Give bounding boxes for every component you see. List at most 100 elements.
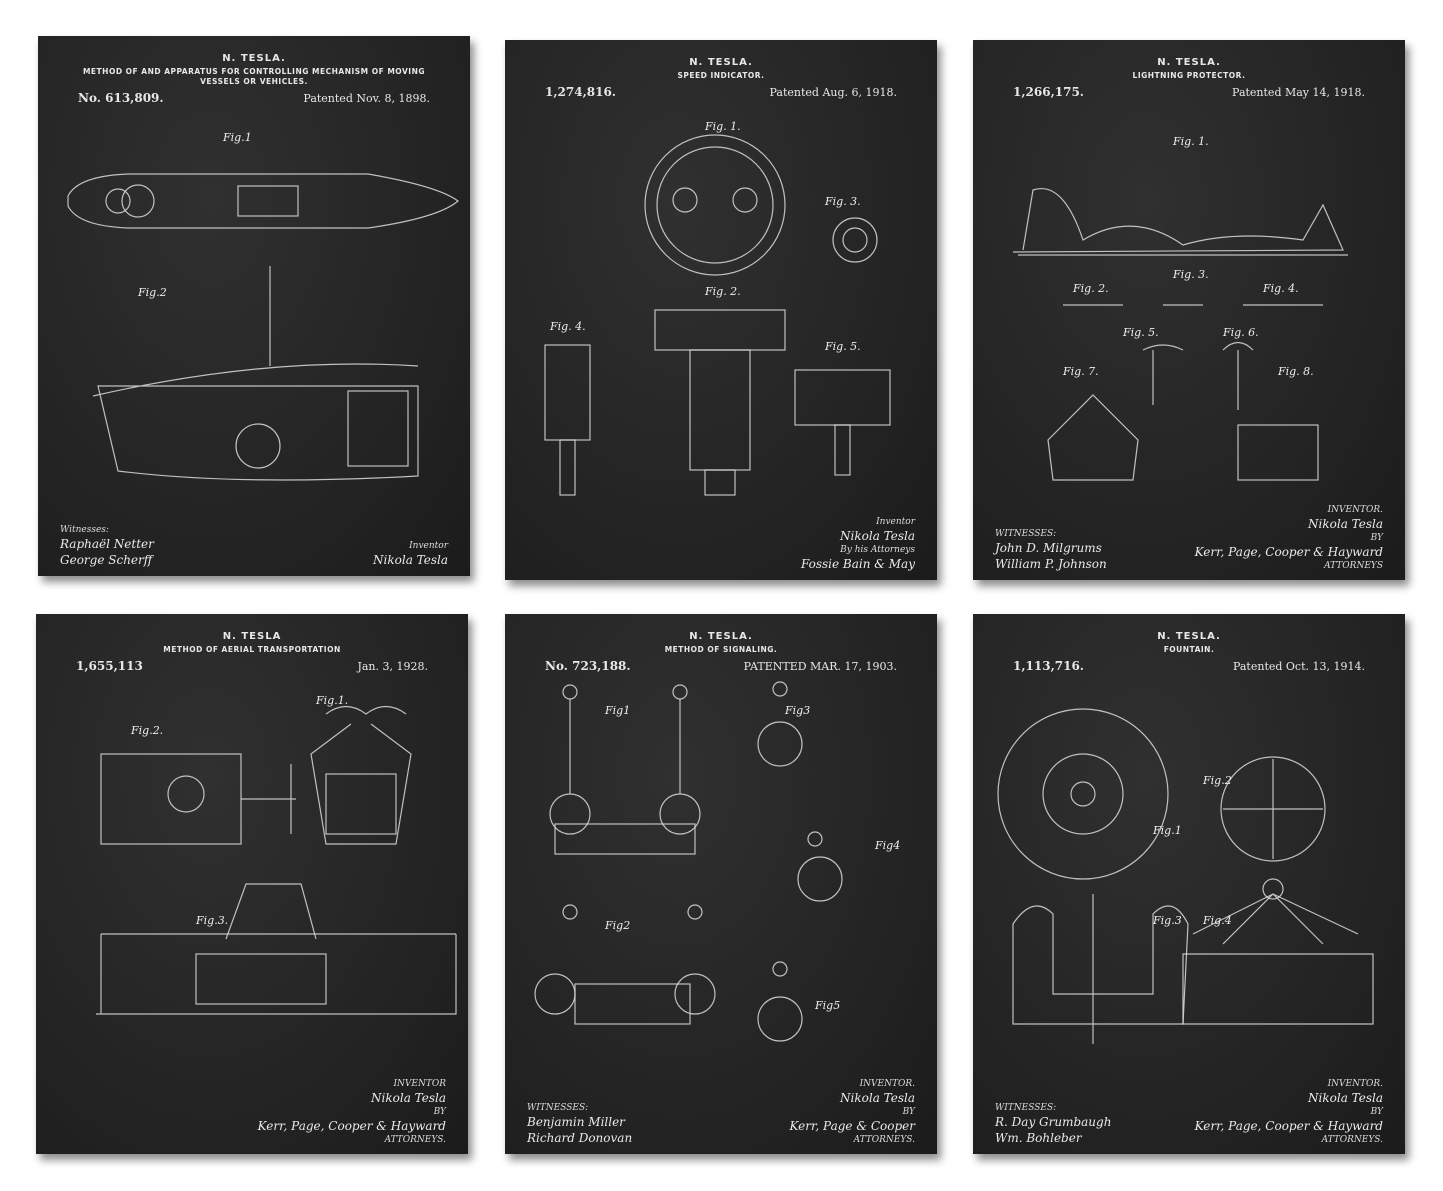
inventor-name: N. TESLA. <box>222 53 286 64</box>
figure-label: Fig.2 <box>1203 774 1232 787</box>
patent-header: N. TESLA. METHOD OF SIGNALING. No. 723,188… <box>535 630 907 674</box>
handwritten-signature: George Scherff <box>60 553 153 567</box>
patent-date: Patented Oct. 13, 1914. <box>1232 660 1365 673</box>
patent-number-row: No. 723,188. PATENTED MAR. 17, 1903. <box>535 659 907 674</box>
figure-label: Fig.1. <box>316 694 349 707</box>
patent-number-row: 1,266,175. Patented May 14, 1918. <box>1003 85 1375 100</box>
patent-header: N. TESLA. FOUNTAIN. 1,113,716. Patented Oct… <box>1003 630 1375 674</box>
patent-header: N. TESLA.LIGHTNING PROTECTOR.1,266,175.P… <box>1003 56 1375 100</box>
patent-header: N. TESLA.METHOD OF AND APPARATUS FOR CON… <box>68 52 440 106</box>
patent-number-row: 1,655,113 Jan. 3, 1928. <box>66 659 438 674</box>
signature-caption: BY <box>1370 533 1383 543</box>
figure-label: Fig. 1. <box>1173 135 1209 148</box>
figure-label: Fig. 3. <box>1173 268 1209 281</box>
figure-label: Fig.3 <box>1153 914 1182 927</box>
handwritten-signature: Benjamin Miller <box>527 1115 625 1129</box>
patent-poster: N. TESLA. METHOD OF SIGNALING. No. 723,188… <box>505 614 937 1154</box>
figure-label: Fig. 5. <box>825 340 861 353</box>
signature-caption: ATTORNEYS. <box>853 1135 915 1145</box>
signature-caption: WITNESSES: <box>995 529 1057 539</box>
signature-caption: Inventor <box>409 541 448 551</box>
patent-drawing <box>1012 188 1348 481</box>
patent-title: FOUNTAIN. <box>1163 645 1215 654</box>
handwritten-signature: Nikola Tesla <box>373 553 448 567</box>
signature-caption: ATTORNEYS. <box>384 1135 446 1145</box>
figure-label: Fig1 <box>605 704 631 717</box>
figure-label: Fig.3. <box>196 914 229 927</box>
figure-label: Fig.2. <box>131 724 164 737</box>
patent-number: No. 613,809. <box>78 91 164 105</box>
patent-title: LIGHTNING PROTECTOR. <box>1132 71 1246 80</box>
patent-number: 1,113,716. <box>1013 659 1084 673</box>
figure-label: Fig. 5. <box>1123 326 1159 339</box>
signature-caption: BY <box>1370 1107 1383 1117</box>
patent-number: No. 723,188. <box>545 659 631 673</box>
patent-header: N. TESLA.SPEED INDICATOR.1,274,816.Paten… <box>535 56 907 100</box>
handwritten-signature: Fossie Bain & May <box>800 557 915 571</box>
patent-number: 1,274,816. <box>545 85 616 99</box>
figure-label: Fig.1 <box>1153 824 1182 837</box>
handwritten-signature: Nikola Tesla <box>1308 517 1383 531</box>
signature-caption: INVENTOR. <box>859 1079 915 1089</box>
signature-caption: INVENTOR <box>393 1079 446 1089</box>
patent-drawing <box>67 173 459 481</box>
inventor-name: N. TESLA. <box>1157 631 1221 642</box>
figure-label: Fig. 2. <box>705 285 741 298</box>
handwritten-signature: Richard Donovan <box>527 1131 633 1145</box>
patent-title: METHOD OF SIGNALING. <box>664 645 778 654</box>
patent-date: Patented Aug. 6, 1918. <box>769 86 898 99</box>
handwritten-signature: Kerr, Page, Cooper & Hayward <box>1194 1119 1383 1133</box>
signature-caption: By his Attorneys <box>840 545 915 555</box>
patent-poster: N. TESLA. FOUNTAIN. 1,113,716. Patented Oct… <box>973 614 1405 1154</box>
patent-title: METHOD OF AERIAL TRANSPORTATION <box>163 645 341 654</box>
patent-date: Patented Nov. 8, 1898. <box>303 92 430 105</box>
figure-label: Fig. 4. <box>1263 282 1299 295</box>
figure-label: Fig. 4. <box>550 320 586 333</box>
figure-label: Fig3 <box>785 704 811 717</box>
handwritten-signature: Nikola Tesla <box>371 1091 446 1105</box>
patent-number: 1,655,113 <box>76 659 143 673</box>
inventor-name: N. TESLA. <box>689 631 753 642</box>
patent-number: 1,266,175. <box>1013 85 1084 99</box>
signature-caption: Witnesses: <box>60 525 109 535</box>
signature-caption: Inventor <box>876 517 915 527</box>
signature-caption: WITNESSES: <box>527 1103 589 1113</box>
figure-label: Fig. 3. <box>825 195 861 208</box>
patent-number-row: No. 613,809. Patented Nov. 8, 1898. <box>68 91 440 106</box>
handwritten-signature: Nikola Tesla <box>840 1091 915 1105</box>
figure-label: Fig. 7. <box>1063 365 1099 378</box>
handwritten-signature: Nikola Tesla <box>1308 1091 1383 1105</box>
patent-date: Patented May 14, 1918. <box>1232 86 1365 99</box>
signature-caption: BY <box>433 1107 446 1117</box>
figure-label: Fig2 <box>605 919 631 932</box>
patent-number-row: 1,274,816. Patented Aug. 6, 1918. <box>535 85 907 100</box>
handwritten-signature: Kerr, Page, Cooper & Hayward <box>257 1119 446 1133</box>
figure-label: Fig.1 <box>223 131 252 144</box>
patent-date: PATENTED MAR. 17, 1903. <box>743 660 897 673</box>
signature-caption: BY <box>902 1107 915 1117</box>
figure-label: Fig. 1. <box>705 120 741 133</box>
handwritten-signature: Raphaël Netter <box>60 537 154 551</box>
signature-caption: ATTORNEYS <box>1324 561 1383 571</box>
signature-caption: ATTORNEYS. <box>1321 1135 1383 1145</box>
patent-number-row: 1,113,716. Patented Oct. 13, 1914. <box>1003 659 1375 674</box>
figure-label: Fig. 2. <box>1073 282 1109 295</box>
patent-date: Jan. 3, 1928. <box>357 660 428 673</box>
signature-caption: INVENTOR. <box>1327 505 1383 515</box>
handwritten-signature: Nikola Tesla <box>840 529 915 543</box>
